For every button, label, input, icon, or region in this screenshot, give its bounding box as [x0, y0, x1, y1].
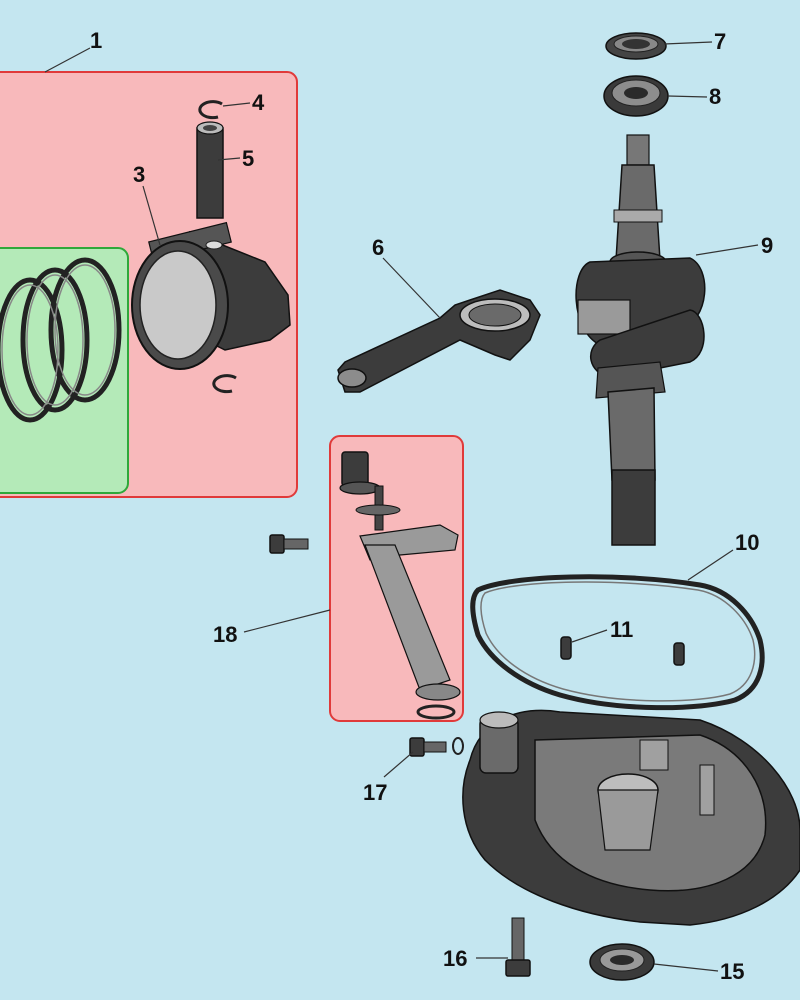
- bolt-icon: [505, 917, 531, 977]
- callout-4: 4: [252, 90, 265, 115]
- crankcase-cover-icon: [462, 709, 800, 926]
- circlip-icon: [212, 374, 237, 394]
- bolt-icon: [409, 737, 464, 757]
- callout-10: 10: [735, 530, 759, 555]
- callout-8: 8: [709, 84, 721, 109]
- callout-9: 9: [761, 233, 773, 258]
- bolt-icon: [269, 534, 309, 554]
- callout-5: 5: [242, 146, 254, 171]
- callout-18: 18: [213, 622, 237, 647]
- leader-lines: [44, 41, 759, 972]
- piston-icon: [131, 221, 291, 370]
- callout-11: 11: [610, 617, 633, 642]
- callout-16: 16: [443, 946, 467, 971]
- governor-assembly-icon: [339, 451, 461, 720]
- gasket-icon: [470, 574, 765, 711]
- crankshaft-icon: [575, 134, 706, 546]
- callout-17: 17: [363, 780, 387, 805]
- wrist-pin-icon: [196, 121, 224, 219]
- rings-group-box: [0, 247, 129, 494]
- circlip-icon: [198, 100, 223, 120]
- callout-3: 3: [133, 162, 145, 187]
- callout-15: 15: [720, 959, 744, 984]
- callout-6: 6: [372, 235, 384, 260]
- callout-1: 1: [90, 28, 102, 53]
- bearing-icon: [603, 75, 669, 117]
- dowel-pin-icon: [560, 636, 685, 666]
- callout-7: 7: [714, 29, 726, 54]
- connecting-rod-icon: [337, 289, 541, 393]
- piston-rings-icon: [0, 257, 122, 423]
- oil-seal-icon: [605, 32, 667, 60]
- oil-seal-icon: [589, 943, 655, 981]
